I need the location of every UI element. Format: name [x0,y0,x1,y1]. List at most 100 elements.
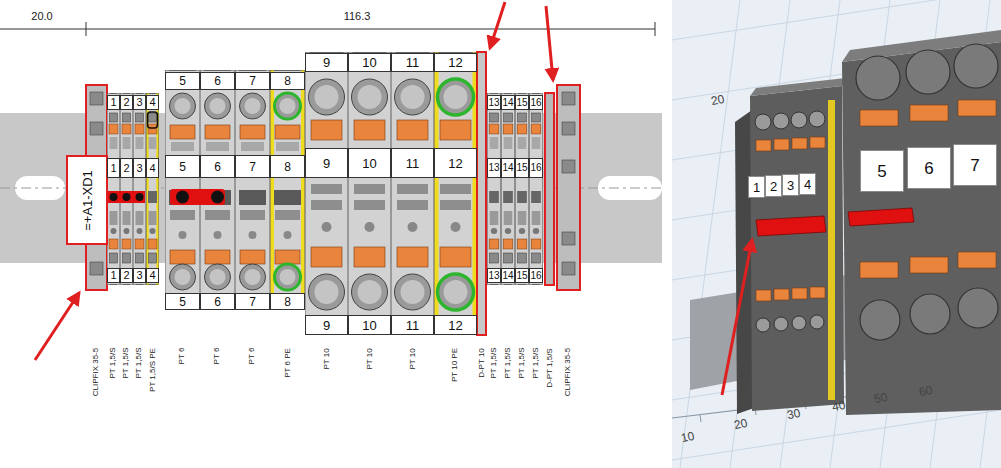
terminal-block: 3 3 3 [133,93,146,285]
terminal-number: 13 [487,95,501,110]
terminal-number: 10 [348,148,391,178]
dimension-value: 116.3 [342,11,373,22]
terminal-number: 6 [200,293,235,310]
terminal-block: 13 13 13 [487,93,501,285]
part-type: PT 1,5/S [122,348,130,379]
terminal-number: 16 [529,268,543,283]
part-type: PT 1,5/S [518,348,526,379]
marker-number: 1 [753,181,760,194]
terminal-block: 14 14 14 [501,93,515,285]
terminal-number: 6 [200,72,235,90]
part-type: PT 1,5/S [490,348,498,379]
terminal-number: 3 [133,268,146,283]
marker-tag: 6 [907,147,951,189]
terminal-number: 3 [133,95,146,110]
terminal-number: 14 [501,95,515,110]
ruler-number: 50 [873,391,889,406]
ruler-number: 20 [733,417,749,432]
terminal-number: 11 [391,53,434,72]
terminal-number: 16 [529,158,543,178]
marker-label: =+A1-XD1 [66,155,108,245]
marker-tag: 5 [860,150,904,192]
terminal-number: 7 [235,155,270,178]
terminal-number: 8 [270,155,305,178]
part-type: PT 10 [322,348,330,369]
terminal-number: 2 [120,95,133,110]
terminal-block: 9 9 9 [305,52,348,335]
ruler-number: 10 [680,430,696,445]
marker-tag: 2 [765,175,782,197]
marker-number: 2 [770,180,777,193]
terminal-number: 8 [270,72,305,90]
terminal-number: 12 [434,148,477,178]
terminal-number: 15 [515,268,529,283]
part-type: PT 6 [214,348,222,365]
terminal-number: 4 [146,158,159,178]
marker-tag: 3 [782,174,799,196]
marker-number: 3 [787,179,794,192]
terminal-block: 444 [146,93,159,285]
part-type: CLIPFIX 35-5 [565,348,573,396]
terminal-number: 1 [107,95,120,110]
terminal-number: 6 [200,155,235,178]
terminal-block: 11 11 11 [391,52,434,335]
terminal-block: 10 10 10 [348,52,391,335]
marker-number: 6 [924,160,933,177]
terminal-number: 11 [391,315,434,335]
part-type: PT 10 PE [452,348,460,382]
terminal-number: 11 [391,148,434,178]
terminal-block: 5 5 5 [165,70,200,310]
part-type: PT 6 PE [284,348,292,378]
terminal-block: 6 6 6 [200,70,235,310]
part-type: PT 6 [249,348,257,365]
terminal-number: 2 [120,158,133,178]
terminal-number: 14 [501,158,515,178]
terminal-number: 9 [305,53,348,72]
marker-number: 4 [804,178,811,191]
terminal-number: 9 [305,315,348,335]
terminal-block: 1 1 1 [107,93,120,285]
part-type: PT 1,5/S [532,348,540,379]
terminal-number: 5 [165,72,200,90]
terminal-number: 9 [305,148,348,178]
terminal-number: 4 [146,268,159,283]
marker-tag: 7 [953,144,997,186]
ruler-number: 60 [918,384,934,399]
ruler-number: 30 [786,407,802,422]
terminal-number: 14 [501,268,515,283]
terminal-block: 2 2 2 [120,93,133,285]
terminal-number: 7 [235,293,270,310]
terminal-block: 7 7 7 [235,70,270,310]
terminal-number: 13 [487,268,501,283]
part-type: CLIPFIX 35-5 [92,348,100,396]
part-type: D-PT 10 [477,348,485,378]
terminal-number: 3 [133,158,146,178]
terminal-number: 16 [529,95,543,110]
terminal-number: 15 [515,95,529,110]
terminal-number: 12 [434,53,477,72]
marker-number: 5 [877,163,886,180]
dimension-value: 20.0 [29,11,54,22]
terminal-block: 888 [270,70,305,310]
terminal-number: 1 [107,158,120,178]
terminal-number: 15 [515,158,529,178]
terminal-number: 2 [120,268,133,283]
terminal-number: 7 [235,72,270,90]
ruler-number: 40 [831,399,847,414]
terminal-block: 15 15 15 [515,93,529,285]
part-type: PT 10 [408,348,416,369]
terminal-number: 5 [165,293,200,310]
marker-number: 7 [970,157,979,174]
part-type: PT 1,5/S [135,348,143,379]
terminal-number: 5 [165,155,200,178]
terminal-number: 10 [348,53,391,72]
terminal-block: 16 16 16 [529,93,543,285]
marker-tag: 4 [799,173,816,195]
terminal-number: 1 [107,268,120,283]
ruler-number: 20 [710,93,726,108]
part-type: PT 1,5/S [109,348,117,379]
terminal-number: 13 [487,158,501,178]
terminal-number: 10 [348,315,391,335]
